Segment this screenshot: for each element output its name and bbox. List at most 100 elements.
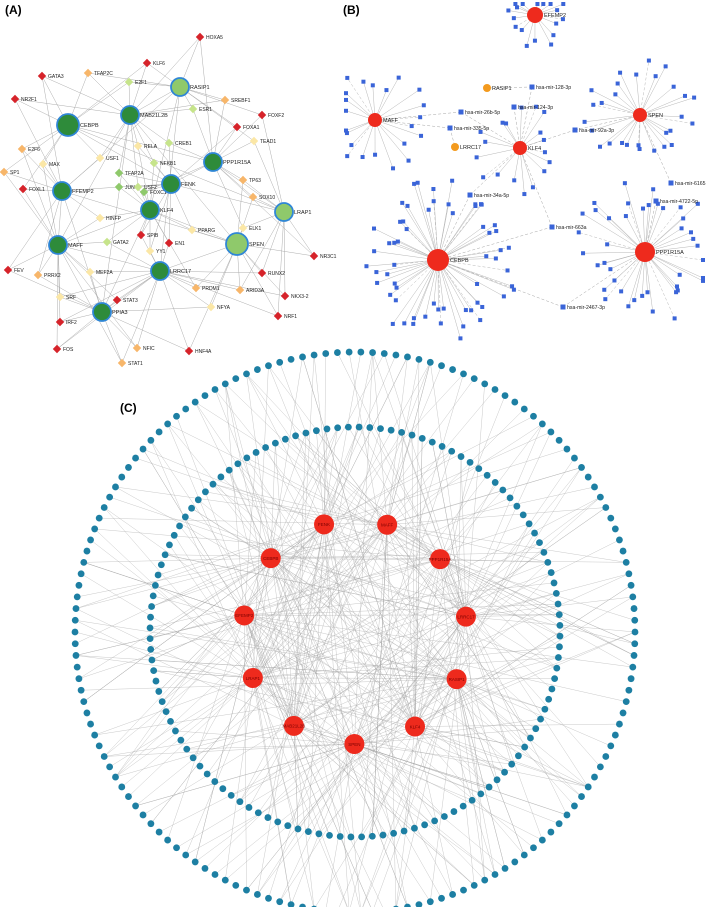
panel-c-edge	[270, 558, 512, 765]
compound-node	[152, 677, 160, 685]
panel-b-edge	[374, 119, 422, 137]
panel-c-edge	[195, 743, 355, 863]
compound-node	[390, 829, 398, 837]
compound-node	[132, 454, 139, 462]
compound-node	[515, 752, 522, 760]
panel-c-edge	[167, 423, 441, 560]
panel-c-edge	[293, 507, 606, 727]
compound-node	[520, 405, 528, 413]
panel-c-edge	[252, 451, 452, 679]
target-node	[541, 137, 546, 142]
panel-b-edge	[437, 259, 464, 327]
compound-node	[77, 686, 85, 694]
target-node	[662, 144, 667, 149]
target-node	[473, 203, 478, 208]
panel-c-edge	[387, 524, 561, 637]
panel-a-edge	[57, 209, 151, 246]
panel-c-edge	[290, 743, 355, 905]
compound-node	[91, 525, 99, 533]
panel-c-edge	[350, 559, 441, 907]
compound-node	[460, 886, 467, 894]
compound-node	[287, 355, 295, 363]
mirna-node-hsa-mir-2467-3p	[560, 304, 566, 310]
panel-b-edge	[437, 204, 482, 261]
target-node	[417, 87, 422, 92]
panel-c-edge	[99, 517, 388, 525]
tf-node-gata3	[37, 71, 47, 81]
panel-a-edge	[67, 81, 130, 126]
panel-c-edge	[270, 558, 352, 838]
hub-gene-node-rasip1	[446, 669, 467, 690]
panel-c-edge	[244, 615, 505, 773]
panel-c-edge	[176, 416, 295, 726]
compound-node	[232, 881, 240, 889]
panel-c-edge	[270, 451, 452, 559]
compound-node	[75, 581, 83, 589]
target-node	[391, 166, 396, 171]
panel-c-edge	[354, 743, 543, 841]
panel-b-edge	[591, 114, 641, 131]
panel-c-edge	[414, 462, 471, 727]
compound-node	[404, 903, 411, 907]
gene-label-rasip1: RASIP1	[492, 86, 512, 92]
panel-c-edge	[239, 524, 388, 802]
panel-a-edge	[159, 270, 190, 352]
target-node	[620, 140, 625, 145]
panel-c-edge	[244, 615, 292, 905]
compound-node	[527, 734, 534, 742]
panel-a-edge	[212, 161, 244, 229]
target-node	[701, 276, 705, 281]
compound-node	[106, 493, 114, 501]
panel-c-edge	[135, 743, 355, 807]
panel-a-edge	[3, 124, 69, 173]
panel-a-edge	[212, 161, 315, 257]
panel-c-edge	[354, 743, 506, 869]
compound-node	[281, 435, 289, 443]
tf-label-arid3a: ARID3A	[246, 288, 265, 294]
target-node	[360, 155, 365, 160]
panel-b-edge	[519, 106, 537, 149]
target-node	[561, 2, 566, 6]
hub-gene-node-ppp1r15a	[430, 549, 451, 570]
compound-node	[147, 613, 154, 621]
target-node	[431, 187, 436, 192]
panel-c-edge	[258, 559, 441, 813]
target-node	[450, 178, 455, 183]
panel-b-edge	[582, 213, 646, 253]
panel-c-edge	[83, 562, 245, 616]
compound-node	[506, 494, 514, 502]
tf-node-prrx2	[33, 270, 43, 280]
compound-node	[191, 858, 199, 866]
target-node	[396, 75, 401, 80]
compound-node	[161, 551, 169, 559]
panel-c-edge	[387, 359, 420, 525]
mirna-node-hsa-mir-335-5p	[447, 125, 453, 131]
tf-node-klf6	[142, 58, 152, 68]
panel-c-edge	[244, 615, 431, 902]
panel-c-edge	[191, 508, 457, 680]
target-node	[392, 281, 397, 286]
compound-node	[530, 412, 537, 420]
target-node	[677, 272, 682, 277]
panel-c-edge	[158, 524, 325, 576]
target-node	[608, 267, 613, 272]
target-node	[679, 114, 684, 119]
panel-b-edge	[374, 119, 451, 129]
panel-a-edge	[159, 243, 238, 272]
compound-node	[591, 773, 598, 781]
panel-c-edge	[439, 558, 635, 656]
panel-c-edge	[430, 362, 467, 617]
tf-label-tfap2a: TFAP2A	[125, 171, 144, 177]
compound-node	[310, 351, 318, 359]
panel-c-edge	[115, 486, 457, 680]
target-node	[593, 208, 598, 213]
compound-node	[189, 754, 197, 762]
panel-c-edge	[252, 677, 555, 679]
target-node	[418, 115, 423, 120]
panel-a-edge	[121, 270, 161, 364]
target-node	[394, 285, 399, 290]
panel-b-edge	[437, 259, 481, 321]
panel-c-edge	[252, 657, 559, 679]
gene-node-ppp1r15a	[635, 242, 655, 262]
target-node	[375, 280, 380, 285]
